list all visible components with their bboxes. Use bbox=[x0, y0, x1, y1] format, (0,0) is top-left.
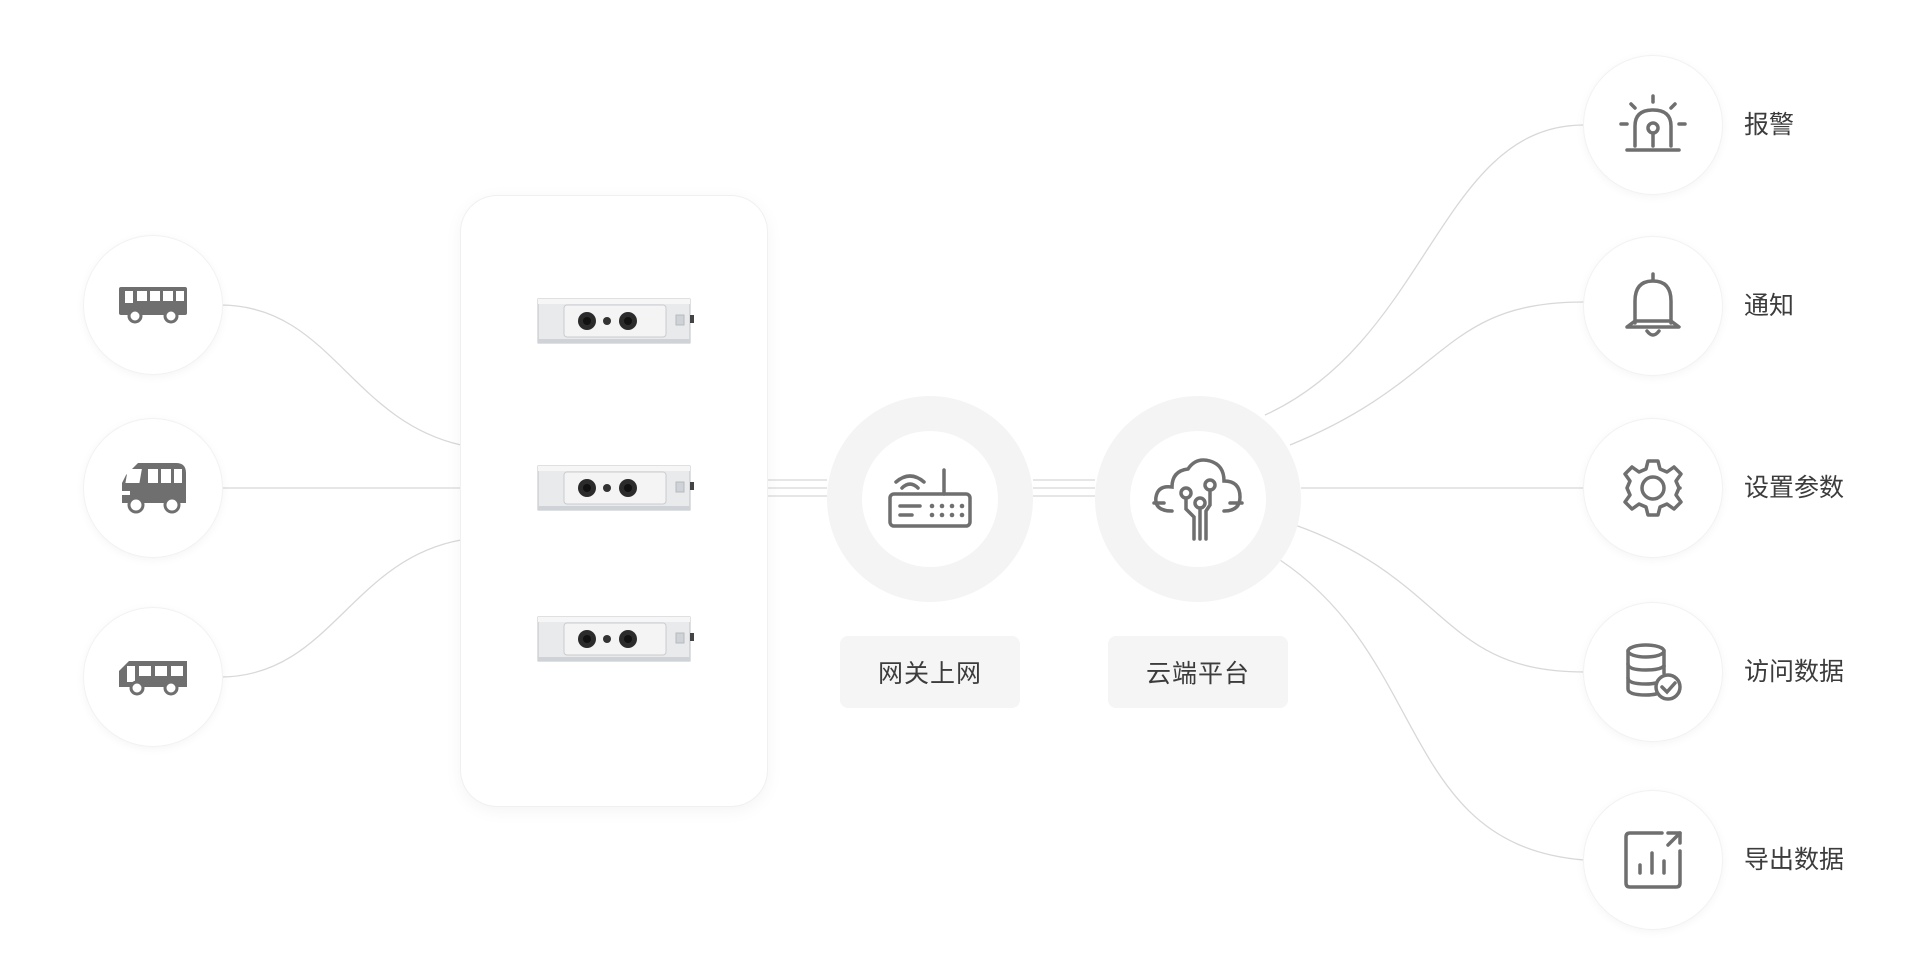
cloud-hub-inner bbox=[1130, 431, 1266, 567]
output-label-export: 导出数据 bbox=[1744, 845, 1845, 874]
router-icon bbox=[888, 468, 972, 528]
output-circle-access bbox=[1584, 603, 1722, 741]
gateway-hub bbox=[827, 396, 1033, 602]
gateway-hub-inner bbox=[862, 431, 998, 567]
cloud-hub bbox=[1095, 396, 1301, 602]
link-output-4 bbox=[1294, 524, 1585, 673]
people-counter-device-icon bbox=[537, 616, 694, 662]
people-counter-device-icon bbox=[537, 298, 694, 344]
link-vehicle-1 bbox=[219, 304, 462, 446]
chart-export-icon bbox=[1624, 831, 1682, 889]
gateway-label: 网关上网 bbox=[840, 636, 1020, 708]
output-label-notify: 通知 bbox=[1744, 291, 1795, 320]
database-check-icon bbox=[1626, 643, 1682, 701]
device-panel bbox=[461, 196, 767, 806]
output-label-alarm: 报警 bbox=[1744, 110, 1795, 139]
school-bus-icon bbox=[120, 463, 186, 514]
output-label-access: 访问数据 bbox=[1744, 657, 1845, 686]
gear-icon bbox=[1623, 459, 1683, 517]
cloud-network-icon bbox=[1152, 458, 1244, 541]
link-vehicle-3 bbox=[219, 539, 462, 678]
people-counter-device-icon bbox=[537, 465, 694, 511]
cloud-label: 云端平台 bbox=[1108, 636, 1288, 708]
output-circle-export bbox=[1584, 791, 1722, 929]
link-output-2 bbox=[1289, 301, 1585, 446]
vehicle-circle-minibus bbox=[84, 608, 222, 746]
alarm-light-icon bbox=[1619, 94, 1687, 152]
city-bus-icon bbox=[119, 287, 187, 324]
bell-icon bbox=[1625, 272, 1681, 337]
link-output-5 bbox=[1279, 559, 1585, 861]
link-output-1 bbox=[1264, 124, 1585, 416]
output-circle-alarm bbox=[1584, 56, 1722, 194]
output-label-settings: 设置参数 bbox=[1744, 473, 1845, 502]
vehicle-circle-city-bus bbox=[84, 236, 222, 374]
output-circle-notify bbox=[1584, 237, 1722, 375]
minibus-icon bbox=[119, 661, 187, 696]
output-circle-settings bbox=[1584, 419, 1722, 557]
vehicle-circle-school-bus bbox=[84, 419, 222, 557]
